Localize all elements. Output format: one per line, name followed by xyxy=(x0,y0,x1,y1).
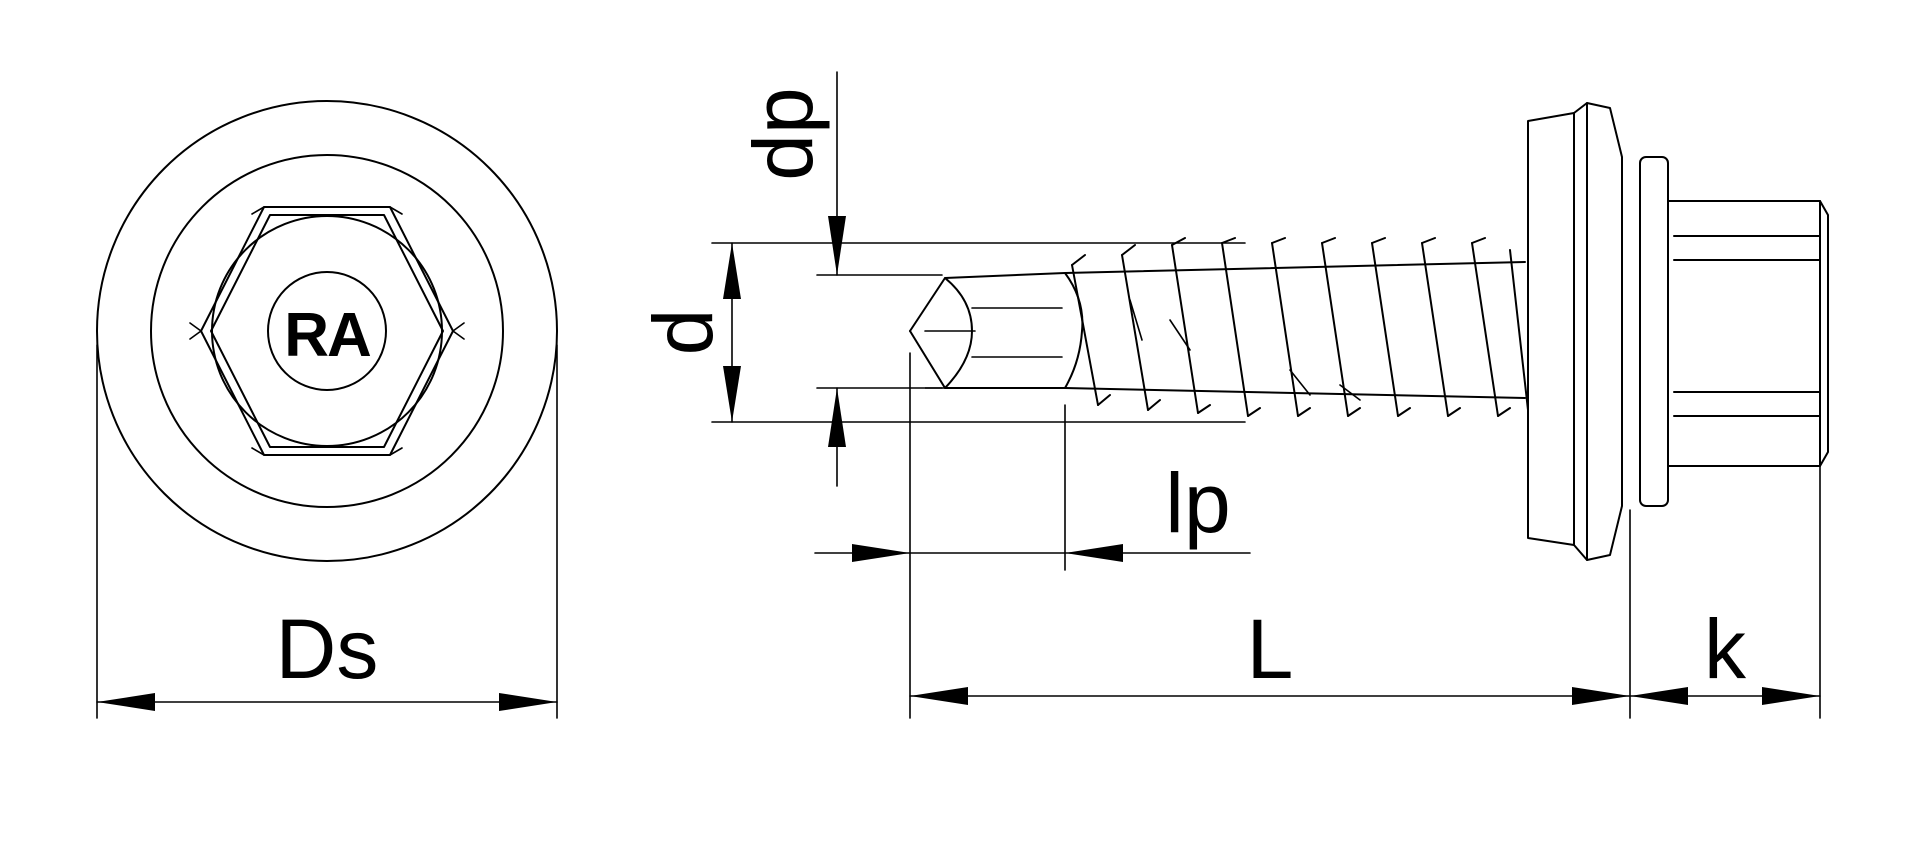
d-arrow-bottom xyxy=(723,366,741,422)
hex-head-side xyxy=(1667,200,1829,467)
lp-arrow-right xyxy=(1065,544,1123,562)
lp-arrow-left xyxy=(852,544,910,562)
k-dimension xyxy=(1629,465,1821,719)
k-arrow-left xyxy=(1630,687,1688,705)
l-arrow-right xyxy=(1572,687,1630,705)
sealing-washer xyxy=(1527,102,1623,561)
drill-point xyxy=(909,272,1066,389)
side-view: d dp lp L k xyxy=(636,71,1829,719)
lp-dimension xyxy=(814,352,1251,719)
lp-label: lp xyxy=(1165,456,1230,550)
k-arrow-right xyxy=(1762,687,1820,705)
hex-chamfer-lines xyxy=(189,206,465,456)
dp-arrow-bottom xyxy=(828,388,846,447)
dp-arrow-top xyxy=(828,216,846,275)
head-marking-ra: RA xyxy=(284,301,371,370)
ds-label: Ds xyxy=(276,602,379,696)
flange xyxy=(1639,156,1669,507)
thread-flanks xyxy=(1071,237,1511,417)
washer-outer-circle xyxy=(96,100,558,562)
diameter-dimensions xyxy=(711,71,1246,487)
d-arrow-top xyxy=(723,243,741,299)
thread-crests xyxy=(1071,242,1529,417)
front-view: RA Ds xyxy=(96,100,558,719)
d-label: d xyxy=(636,309,730,356)
dp-label: dp xyxy=(736,87,830,180)
l-label: L xyxy=(1247,602,1294,696)
washer-face-circle xyxy=(211,215,443,447)
ds-arrow-left xyxy=(97,693,155,711)
washer-inner-circle xyxy=(150,154,504,508)
threaded-shank xyxy=(1064,237,1529,417)
marking-circle xyxy=(267,271,387,391)
l-dimension xyxy=(909,509,1631,719)
ds-arrow-right xyxy=(499,693,557,711)
k-label: k xyxy=(1704,602,1747,696)
l-arrow-left xyxy=(910,687,968,705)
